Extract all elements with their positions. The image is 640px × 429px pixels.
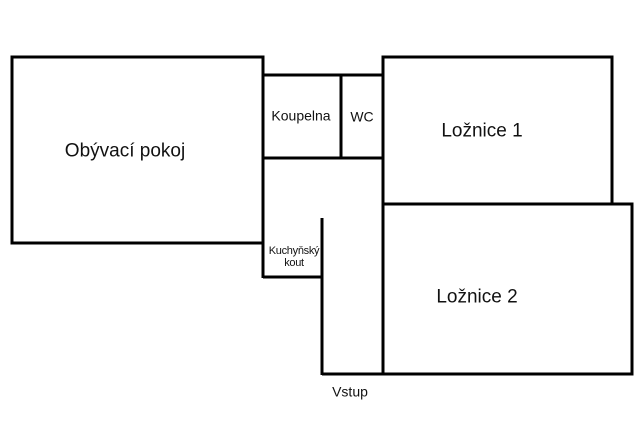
room-label-bathroom: Koupelna <box>271 107 331 124</box>
room-label-bedroom1: Ložnice 1 <box>441 120 523 142</box>
room-label-bedroom2: Ložnice 2 <box>436 286 518 308</box>
room-label-kitchen: Kuchyňský kout <box>269 245 320 269</box>
kitchen-label-line1: Kuchyňský <box>268 244 320 257</box>
room-label-wc: WC <box>350 108 374 125</box>
room-label-entrance: Vstup <box>332 383 368 400</box>
bedroom2-walls <box>381 202 634 376</box>
room-label-living-room: Obývací pokoj <box>64 140 186 162</box>
kitchen-label-line2: kout <box>284 257 304 269</box>
